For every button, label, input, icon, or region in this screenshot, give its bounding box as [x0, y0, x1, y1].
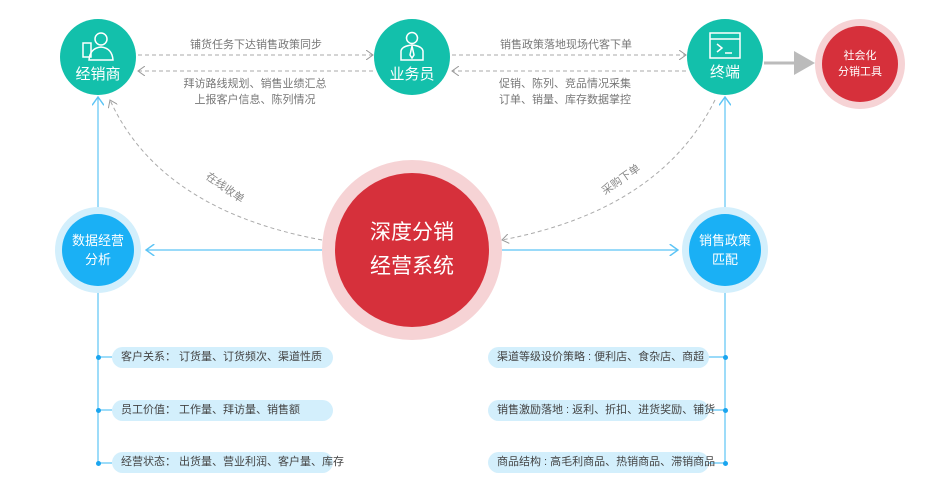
data-analysis-line1: 数据经营 [71, 233, 124, 248]
policy-match-line2: 匹配 [711, 252, 738, 267]
online-order-label: 在线收单 [203, 169, 247, 206]
connector-dot [723, 408, 728, 413]
salesman-to-dealer-line1: 拜访路线规划、销售业绩汇总 [183, 78, 327, 90]
connector-dot [723, 355, 728, 360]
center-line1: 深度分销 [370, 221, 454, 244]
center-line2: 经营系统 [370, 255, 454, 278]
center-system-node[interactable]: 深度分销 经营系统 [335, 173, 489, 327]
terminal-to-salesman-line1: 促销、陈列、竞品情况采集 [499, 78, 631, 90]
dealer-label: 经销商 [75, 65, 121, 83]
right-item-sales-incentive: 销售激励落地 : 返利、折扣、进货奖励、铺货 [488, 400, 715, 421]
salesman-node[interactable]: 业务员 [374, 19, 450, 95]
left-item-customer-relation: 客户关系： 订货量、订货频次、渠道性质 [112, 347, 333, 368]
right-item-product-structure: 商品结构 : 高毛利商品、热销商品、滞销商品 [488, 452, 715, 473]
terminal-console-icon [709, 32, 741, 59]
salesman-person-icon [400, 31, 424, 61]
salesman-label: 业务员 [389, 65, 435, 83]
social-tool-line2: 分销工具 [838, 66, 882, 78]
connector-dot [96, 355, 101, 360]
data-analysis-line2: 分析 [84, 252, 111, 267]
right-item-channel-pricing: 渠道等级设价策略 : 便利店、食杂店、商超 [488, 347, 709, 368]
salesman-to-terminal-label: 销售政策落地现场代客下单 [500, 39, 632, 51]
social-tool-line1: 社会化 [843, 50, 877, 62]
left-item-employee-value: 员工价值： 工作量、拜访量、销售额 [112, 400, 333, 421]
social-distribution-tool-node[interactable]: 社会化 分销工具 [822, 26, 898, 102]
dealer-person-icon [82, 31, 114, 61]
terminal-to-salesman-line2: 订单、销量、库存数据掌控 [499, 94, 631, 106]
connector-dot [723, 461, 728, 466]
dealer-node[interactable]: 经销商 [60, 19, 136, 95]
terminal-node[interactable]: 终端 [687, 19, 763, 95]
left-item-operating-status: 经营状态： 出货量、营业利润、客户量、库存 [112, 452, 344, 473]
salesman-to-dealer-line2: 上报客户信息、陈列情况 [194, 94, 316, 106]
policy-match-line1: 销售政策 [698, 233, 751, 248]
policy-match-node[interactable]: 销售政策 匹配 [689, 214, 761, 286]
connector-dot [96, 461, 101, 466]
dealer-to-salesman-label: 铺货任务下达销售政策同步 [190, 39, 322, 51]
connector-dot [96, 408, 101, 413]
data-analysis-node[interactable]: 数据经营 分析 [62, 214, 134, 286]
terminal-label: 终端 [709, 64, 740, 81]
purchase-order-label: 采购下单 [599, 161, 643, 198]
